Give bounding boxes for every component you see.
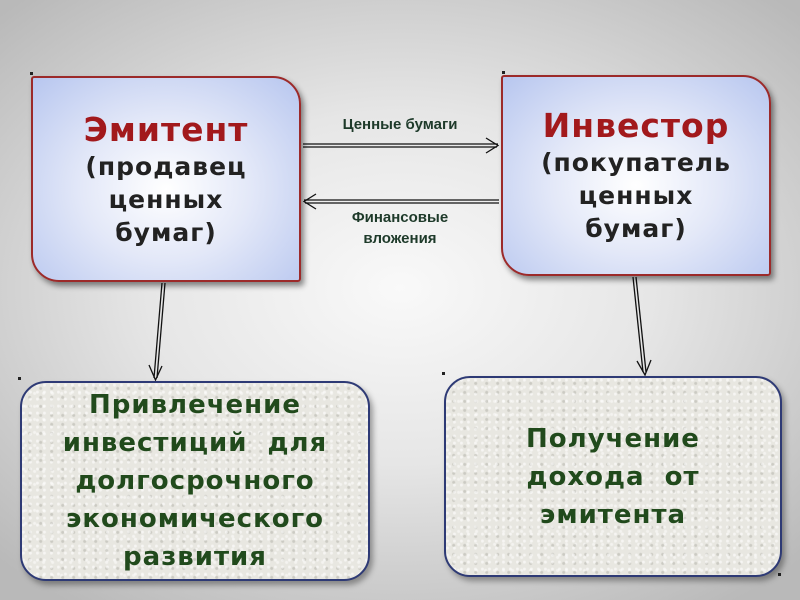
arrow-investments-head [302, 193, 317, 210]
securities-flow-label: Ценные бумаги [300, 114, 500, 135]
income-line: Получение [526, 423, 700, 454]
investment-attraction-box: Привлечение инвестиций для долгосрочного… [20, 381, 370, 581]
income-box: Получение дохода от эмитента [444, 376, 782, 577]
securities-flow-text: Ценные бумаги [342, 116, 458, 133]
decor-dot [442, 372, 445, 375]
investments-flow-line: Финансовые [351, 209, 449, 226]
emitent-box: Эмитент (продавец ценных бумаг) [31, 76, 301, 282]
emitent-line: бумаг) [115, 217, 217, 247]
attraction-line: инвестиций для [62, 428, 328, 458]
emitent-line: (продавец [85, 151, 247, 181]
arrow-securities-head [485, 137, 500, 154]
arrow-investor-down [632, 276, 644, 373]
investments-flow-line: вложения [363, 230, 437, 247]
income-line: дохода от [526, 461, 700, 492]
arrow-investor-down-head [636, 359, 652, 377]
emitent-line: ценных [108, 184, 224, 214]
decor-dot [30, 72, 33, 75]
investor-line: ценных [578, 181, 694, 210]
attraction-line: развития [123, 542, 267, 572]
decor-dot [18, 377, 21, 380]
decor-dot [778, 573, 781, 576]
decor-dot [502, 71, 505, 74]
investor-box: Инвестор (покупатель ценных бумаг) [501, 75, 771, 276]
attraction-line: долгосрочного [75, 466, 315, 496]
emitent-title: Эмитент [83, 109, 249, 149]
arrow-emitent-down [156, 282, 166, 379]
attraction-line: Привлечение [88, 390, 302, 420]
investor-line: (покупатель [541, 148, 731, 177]
attraction-line: экономического [65, 504, 325, 534]
investor-title: Инвестор [542, 106, 730, 145]
investor-line: бумаг) [585, 214, 687, 243]
income-line: эмитента [539, 499, 687, 530]
investments-flow-label: Финансовые вложения [300, 207, 500, 249]
arrow-emitent-down-head [148, 364, 163, 382]
